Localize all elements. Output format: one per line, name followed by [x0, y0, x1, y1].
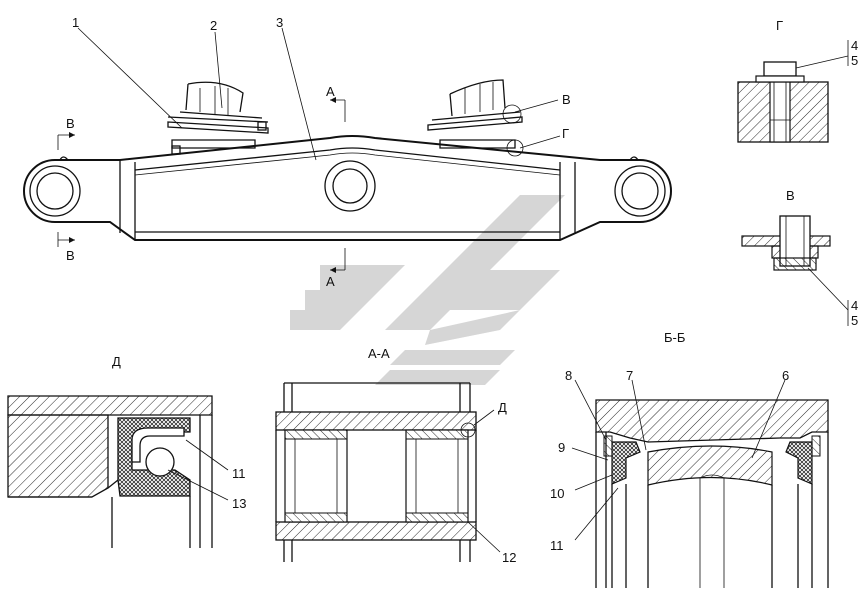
- callout-8: 8: [565, 368, 572, 383]
- callout-5b: 5: [851, 313, 858, 328]
- callout-11b: 11: [550, 538, 564, 553]
- callout-7: 7: [626, 368, 633, 383]
- section-aa-title: А-А: [368, 346, 390, 361]
- detail-d: Д 11 13: [7, 354, 246, 548]
- right-spring-seat: [427, 79, 524, 157]
- callout-3: 3: [276, 15, 283, 30]
- callout-4b: 4: [851, 298, 858, 313]
- watermark-logo: [290, 195, 565, 385]
- view-g-title: Г: [776, 18, 783, 33]
- section-a-top-mark: А: [326, 84, 335, 99]
- section-bb: Б-Б 8 7 6 9 10 11: [550, 330, 829, 588]
- left-spring-seat: [167, 81, 269, 155]
- callout-12: 12: [502, 550, 516, 565]
- callout-13: 13: [232, 496, 246, 511]
- section-bb-title: Б-Б: [664, 330, 685, 345]
- section-b-left-bottom-mark: В: [66, 248, 75, 263]
- detail-d-title: Д: [112, 354, 121, 369]
- section-a-bottom-mark: А: [326, 274, 335, 289]
- section-aa: А-А Д 12: [275, 346, 516, 565]
- callout-5a: 5: [851, 53, 858, 68]
- callout-10: 10: [550, 486, 564, 501]
- view-g: Г 4 5: [737, 18, 858, 143]
- callout-9: 9: [558, 440, 565, 455]
- view-v-title: В: [786, 188, 795, 203]
- callout-d-mark: Д: [498, 400, 507, 415]
- callout-11a: 11: [232, 466, 246, 481]
- callout-6: 6: [782, 368, 789, 383]
- callout-1: 1: [72, 15, 79, 30]
- callout-g-mark: Г: [562, 126, 569, 141]
- callout-2: 2: [210, 18, 217, 33]
- callout-v-mark: В: [562, 92, 571, 107]
- view-v: В 4 5: [741, 188, 858, 328]
- callout-4a: 4: [851, 38, 858, 53]
- section-b-left-top-mark: В: [66, 116, 75, 131]
- main-beam-view: А А В В 1 2 3 В Г: [23, 15, 672, 289]
